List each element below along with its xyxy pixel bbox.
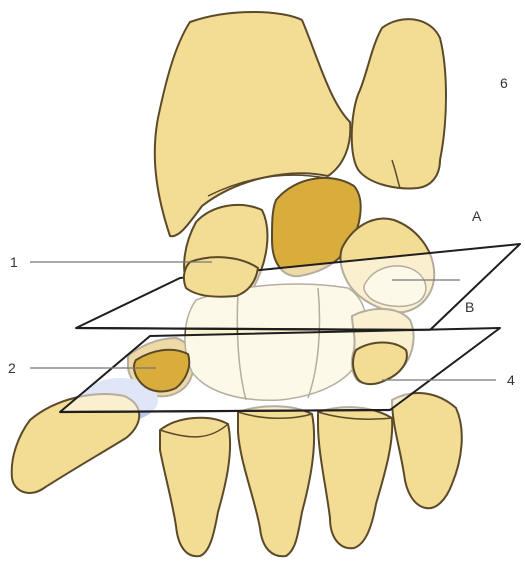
label-plane-b: B <box>465 300 474 314</box>
metacarpal-fourth <box>318 407 392 548</box>
metacarpal-third <box>238 406 314 556</box>
metacarpal-fifth <box>392 393 462 508</box>
ulna-bone <box>352 19 446 188</box>
label-1: 1 <box>10 255 18 269</box>
label-6: 6 <box>500 76 508 90</box>
metacarpal-second <box>160 418 230 556</box>
scaphoid-front <box>184 257 258 297</box>
label-plane-a: A <box>472 209 481 223</box>
label-2: 2 <box>8 361 16 375</box>
label-4: 4 <box>507 373 515 387</box>
